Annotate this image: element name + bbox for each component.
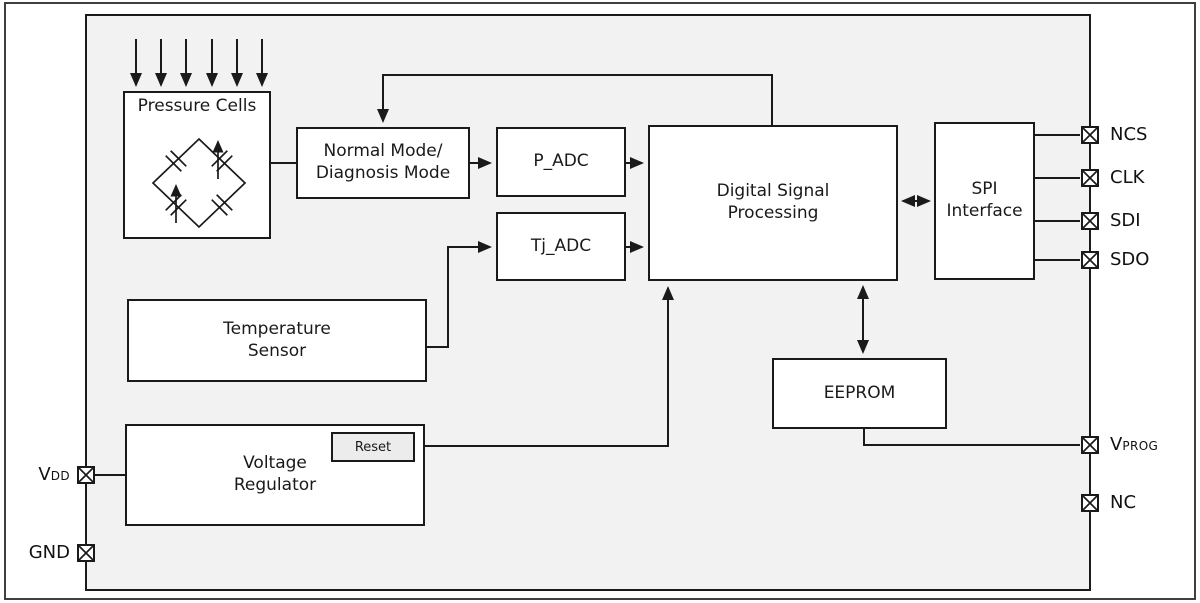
pin-label-vdd: VDD <box>38 464 70 485</box>
pin-symbol-icon <box>77 544 95 562</box>
pin-sdo <box>1081 251 1099 269</box>
block-normal-diagnosis-mode: Normal Mode/ Diagnosis Mode <box>296 127 470 199</box>
block-label-line2: Sensor <box>247 340 307 361</box>
block-pressure-cells: Pressure Cells <box>123 91 271 239</box>
pin-symbol-icon <box>1081 251 1099 269</box>
block-label-line2: Processing <box>727 203 819 223</box>
block-label-line1: Temperature <box>223 318 331 339</box>
pin-gnd <box>77 544 95 562</box>
block-p-adc: P_ADC <box>496 127 626 197</box>
block-spi-interface: SPI Interface <box>934 122 1035 280</box>
pin-vdd <box>77 466 95 484</box>
block-label-line2: Diagnosis Mode <box>315 163 451 183</box>
pin-clk <box>1081 169 1099 187</box>
block-label-line1: Voltage <box>243 453 307 474</box>
pin-label-clk: CLK <box>1110 167 1145 188</box>
block-label-line1: Digital Signal <box>716 181 830 202</box>
pin-ncs <box>1081 126 1099 144</box>
block-tj-adc: Tj_ADC <box>496 212 626 281</box>
pin-label-nc: NC <box>1110 492 1137 513</box>
block-temperature-sensor: Temperature Sensor <box>127 299 427 382</box>
pin-label-vprog: VPROG <box>1110 434 1159 455</box>
pin-sdi <box>1081 212 1099 230</box>
block-label: P_ADC <box>533 151 589 172</box>
block-digital-signal-processing: Digital Signal Processing <box>648 125 898 281</box>
wheatstone-bridge-icon <box>151 137 247 229</box>
pin-label-gnd: GND <box>28 542 70 563</box>
block-label: Tj_ADC <box>530 235 592 256</box>
pin-label-sdi: SDI <box>1110 210 1141 231</box>
pin-symbol-icon <box>1081 436 1099 454</box>
pin-symbol-icon <box>77 466 95 484</box>
block-label-line2: Interface <box>946 201 1023 221</box>
block-eeprom: EEPROM <box>772 358 947 429</box>
pin-nc <box>1081 494 1099 512</box>
pin-symbol-icon <box>1081 494 1099 512</box>
pin-label-sdo: SDO <box>1110 249 1150 270</box>
block-label: EEPROM <box>823 382 896 403</box>
block-label-line1: SPI <box>971 179 998 200</box>
pin-symbol-icon <box>1081 169 1099 187</box>
block-label-line2: Regulator <box>233 475 317 495</box>
block-label-line1: Normal Mode/ <box>323 141 443 162</box>
pin-label-ncs: NCS <box>1110 124 1148 145</box>
pin-symbol-icon <box>1081 126 1099 144</box>
block-reset: Reset <box>331 432 415 462</box>
pin-symbol-icon <box>1081 212 1099 230</box>
pin-vprog <box>1081 436 1099 454</box>
block-label: Reset <box>354 439 392 455</box>
block-label: Pressure Cells <box>137 96 257 116</box>
